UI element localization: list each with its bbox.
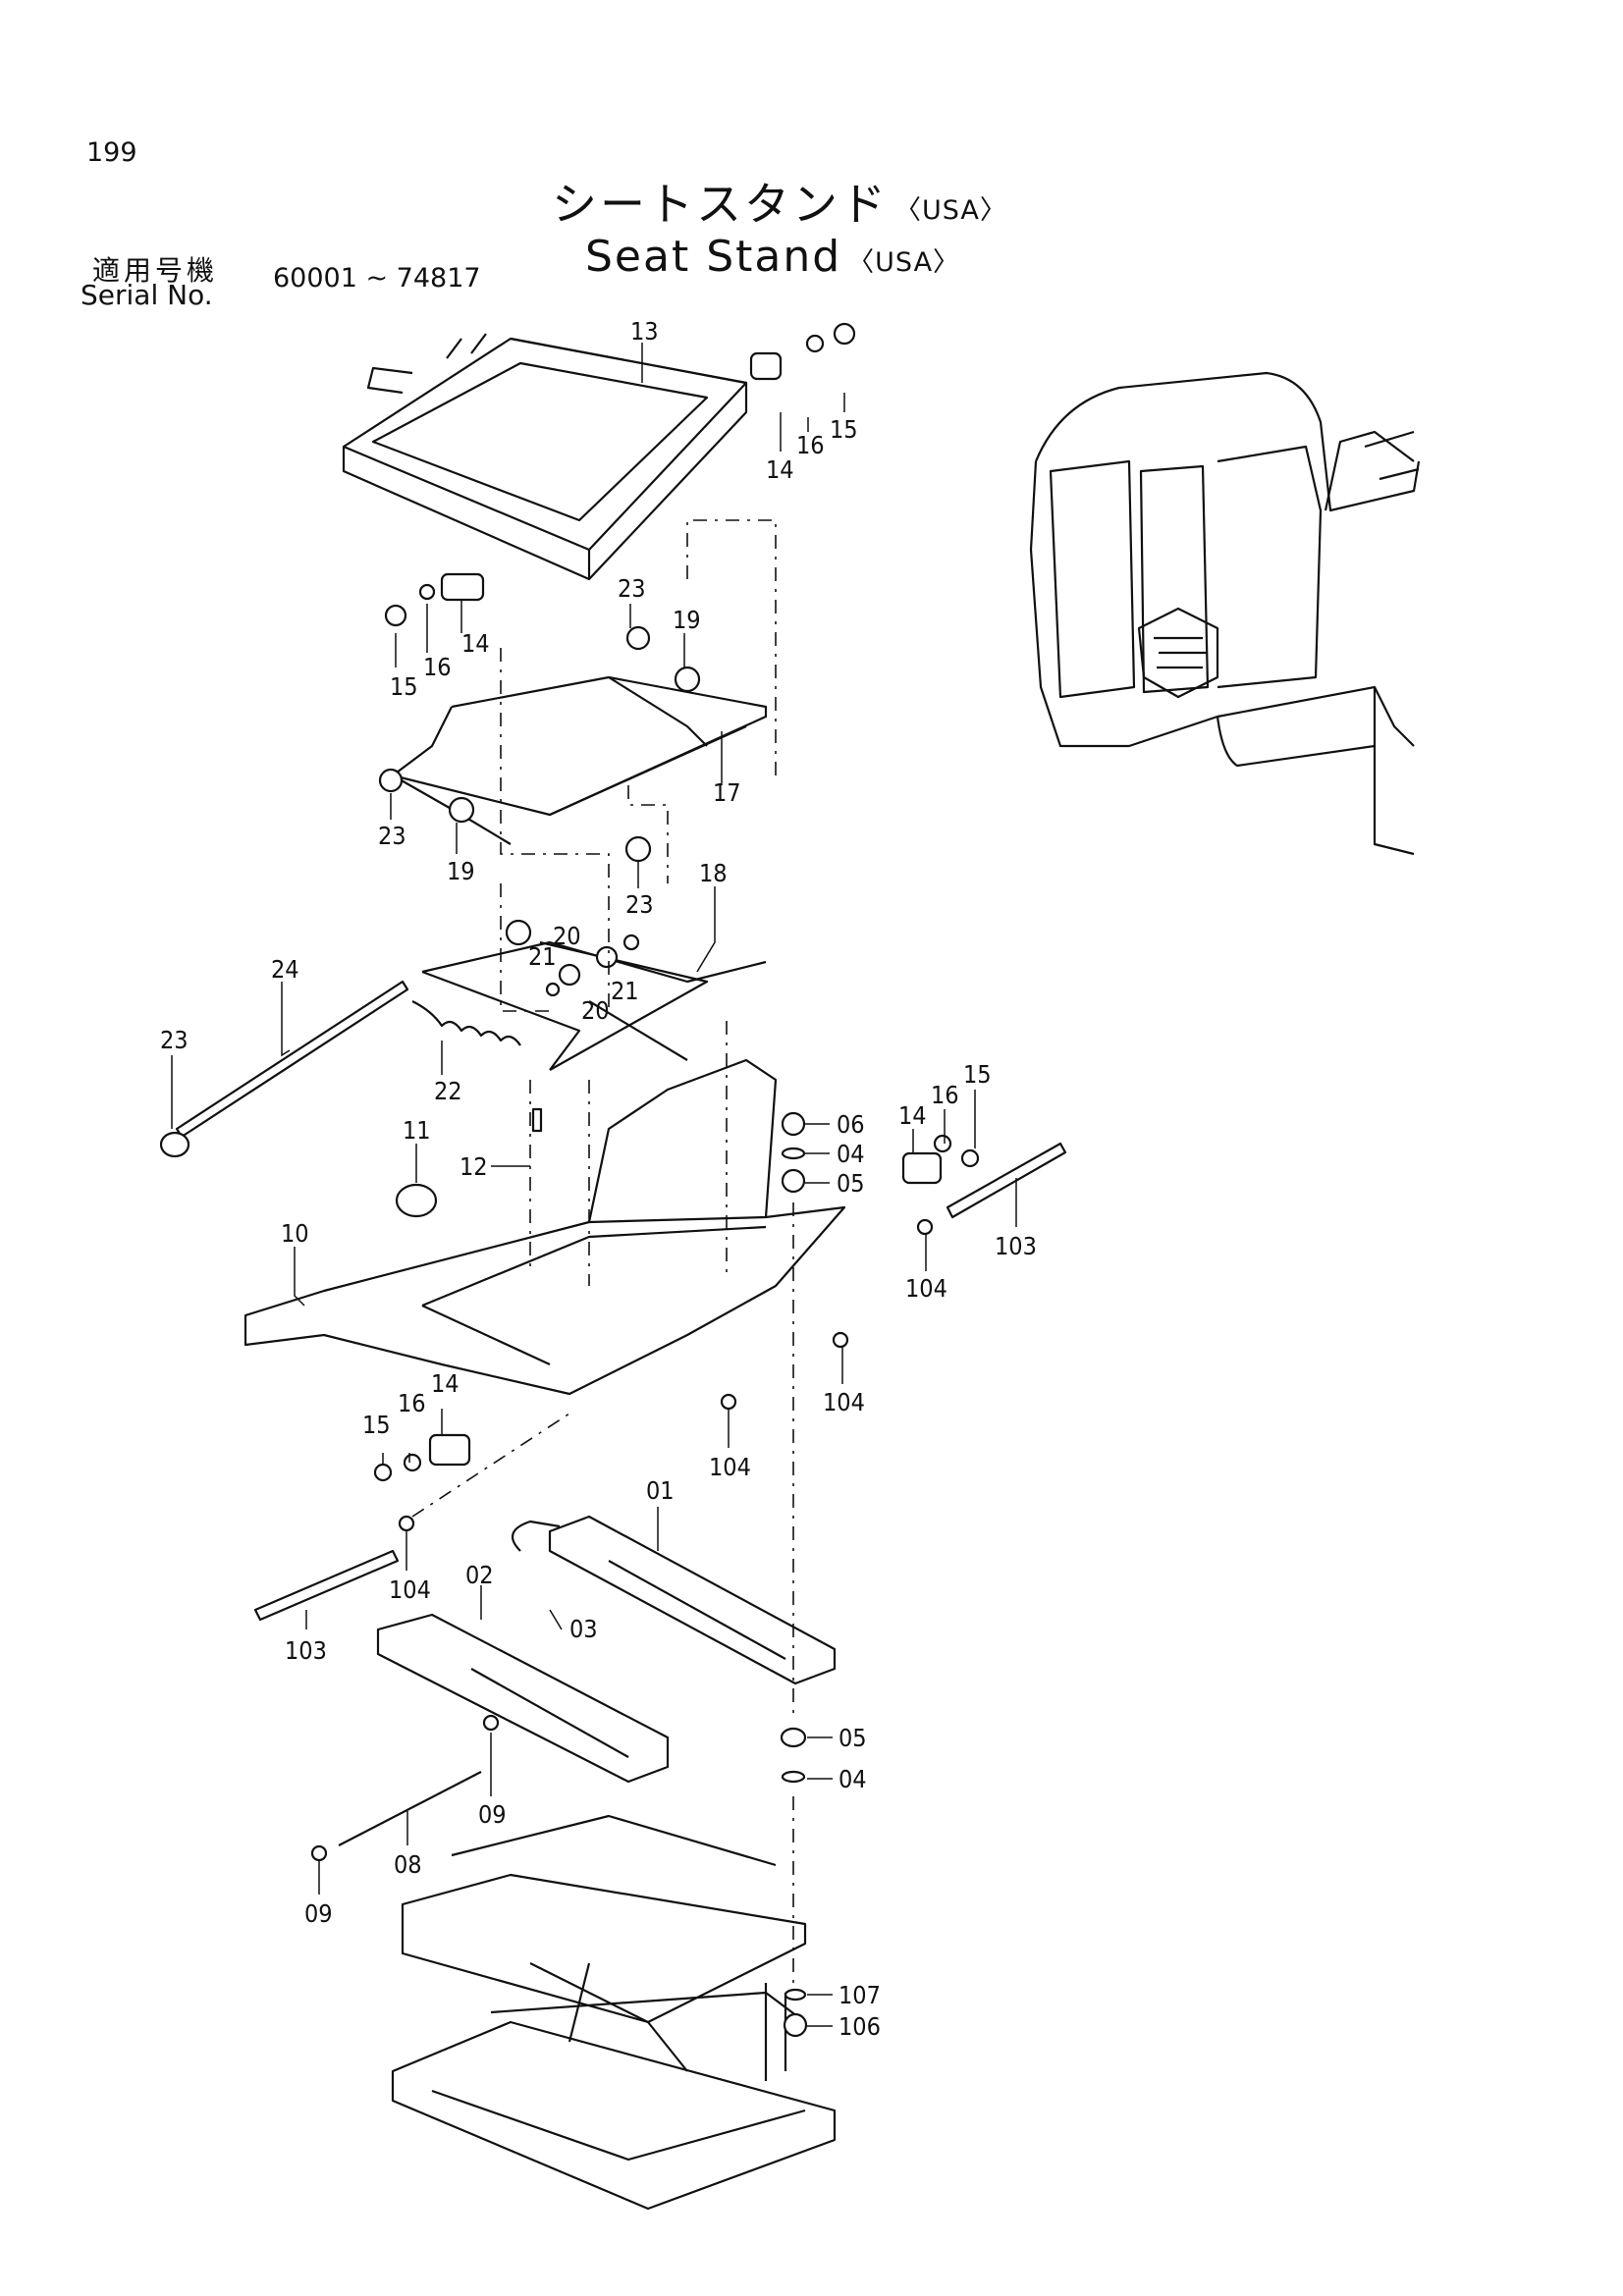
- callout-labels: 13 14 16 15 23 19 15 16 14 17 23 19 23 1…: [160, 317, 1037, 2041]
- callout-104: 104: [823, 1388, 865, 1416]
- serial-range: 60001 ~ 74817: [273, 263, 481, 294]
- callout-16: 16: [796, 431, 825, 459]
- callout-16: 16: [423, 653, 452, 681]
- callout-04: 04: [837, 1140, 865, 1168]
- callout-15: 15: [963, 1060, 992, 1089]
- callout-05: 05: [837, 1169, 865, 1198]
- callout-04: 04: [839, 1765, 867, 1793]
- scissor-frame: [421, 940, 767, 1071]
- callout-19: 19: [673, 606, 701, 634]
- callout-16: 16: [398, 1389, 426, 1417]
- callout-107: 107: [839, 1981, 881, 2009]
- callout-104: 104: [905, 1274, 947, 1303]
- callout-22: 22: [434, 1077, 462, 1105]
- callout-16: 16: [931, 1081, 959, 1109]
- seat-plate: [342, 333, 748, 581]
- serial-label-en: Serial No.: [81, 279, 213, 311]
- alignment-lines: [411, 519, 794, 1983]
- slide-rails: [376, 1515, 837, 1784]
- callout-11: 11: [403, 1116, 431, 1145]
- callout-103: 103: [285, 1636, 327, 1665]
- title-english: Seat Stand〈USA〉: [585, 232, 960, 282]
- title-jp-variant: 〈USA〉: [894, 195, 1007, 226]
- callout-14: 14: [898, 1101, 927, 1130]
- title-en-variant: 〈USA〉: [847, 246, 961, 278]
- callout-14: 14: [461, 629, 490, 658]
- callout-14: 14: [766, 455, 794, 484]
- callout-20: 20: [553, 922, 581, 950]
- callout-12: 12: [460, 1152, 488, 1181]
- callout-23: 23: [160, 1026, 189, 1054]
- base-frame: [243, 1058, 846, 1396]
- title-jp-text: シートスタンド: [552, 178, 889, 231]
- callout-18: 18: [699, 859, 728, 887]
- callout-15: 15: [830, 415, 858, 444]
- callout-10: 10: [281, 1219, 309, 1248]
- callout-23: 23: [378, 822, 406, 850]
- small-parts: [159, 322, 1067, 2038]
- callout-23: 23: [618, 574, 646, 603]
- callout-103: 103: [995, 1232, 1037, 1260]
- callout-104: 104: [389, 1575, 431, 1604]
- callout-19: 19: [447, 857, 475, 885]
- callout-15: 15: [362, 1411, 391, 1439]
- excavator-cab-inset: [1029, 371, 1421, 856]
- callout-14: 14: [431, 1369, 460, 1398]
- serial-label-jp: 適用号機: [92, 254, 219, 287]
- callout-13: 13: [630, 317, 659, 346]
- callout-15: 15: [390, 672, 418, 701]
- callout-01: 01: [646, 1476, 675, 1505]
- title-en-text: Seat Stand: [585, 232, 842, 282]
- leader-lines: [171, 343, 1017, 2027]
- callout-23: 23: [625, 890, 654, 919]
- callout-17: 17: [713, 778, 741, 807]
- callout-06: 06: [837, 1110, 865, 1139]
- callout-09: 09: [304, 1899, 333, 1928]
- callout-08: 08: [394, 1850, 422, 1879]
- callout-104: 104: [709, 1453, 751, 1481]
- callout-05: 05: [839, 1724, 867, 1752]
- callout-21: 21: [528, 942, 557, 971]
- callout-21: 21: [611, 977, 639, 1005]
- callout-106: 106: [839, 2012, 881, 2041]
- upper-frame: [391, 675, 768, 845]
- page-number: 199: [86, 137, 137, 168]
- title-japanese: シートスタンド〈USA〉: [552, 169, 1007, 234]
- callout-09: 09: [478, 1800, 507, 1829]
- callout-03: 03: [569, 1615, 598, 1643]
- callout-02: 02: [465, 1561, 494, 1589]
- callout-24: 24: [271, 955, 299, 984]
- callout-20: 20: [581, 996, 610, 1025]
- seat-suspension: [391, 1814, 837, 2211]
